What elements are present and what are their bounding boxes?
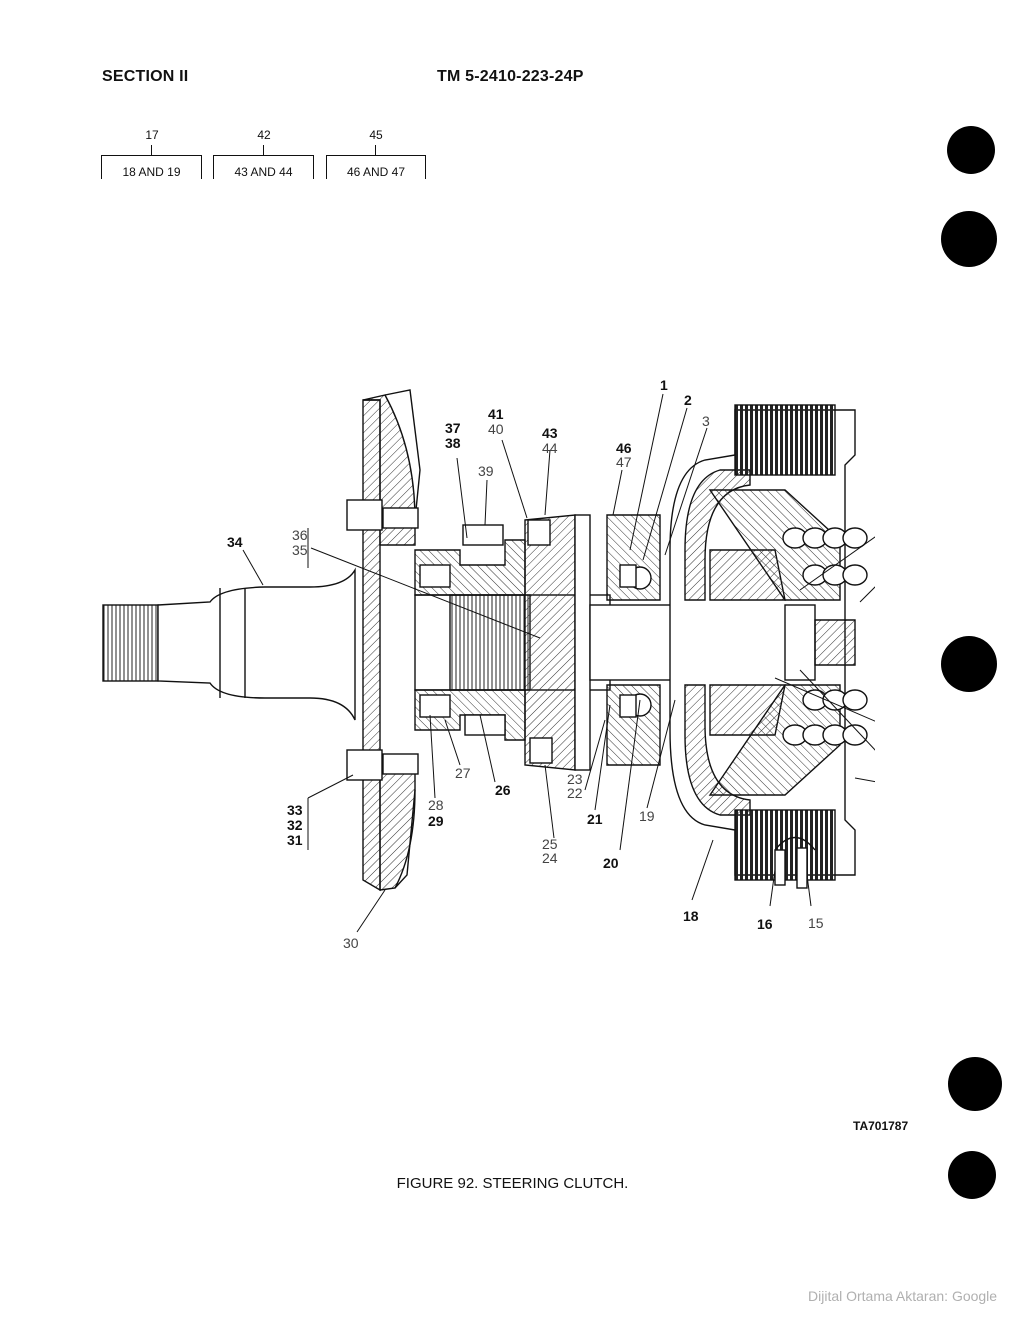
binder-hole-icon bbox=[947, 126, 995, 174]
callout-15: 15 bbox=[808, 915, 824, 931]
callout-36: 36 bbox=[292, 527, 308, 543]
reference-stem bbox=[375, 145, 376, 156]
callout-3: 3 bbox=[702, 413, 710, 429]
callout-41: 41 bbox=[488, 406, 504, 422]
callout-39: 39 bbox=[478, 463, 494, 479]
figure-code: TA701787 bbox=[853, 1119, 909, 1133]
tm-number: TM 5-2410-223-24P bbox=[437, 68, 584, 85]
callout-43: 43 bbox=[542, 425, 558, 441]
callout-30: 30 bbox=[343, 935, 359, 951]
callout-28: 28 bbox=[428, 797, 444, 813]
binder-hole-icon bbox=[941, 211, 997, 267]
callout-35: 35 bbox=[292, 542, 308, 558]
binder-hole-icon bbox=[948, 1057, 1002, 1111]
callout-40: 40 bbox=[488, 421, 504, 437]
reference-box: 43 AND 44 bbox=[213, 155, 314, 179]
callout-2: 2 bbox=[684, 392, 692, 408]
reference-stem bbox=[151, 145, 152, 156]
callout-44: 44 bbox=[542, 440, 558, 456]
reference-top-label: 17 bbox=[145, 128, 159, 142]
callout-21: 21 bbox=[587, 811, 603, 827]
callout-46: 46 bbox=[616, 440, 632, 456]
figure-caption: FIGURE 92. STEERING CLUTCH. bbox=[396, 1175, 629, 1192]
callout-34: 34 bbox=[227, 534, 243, 550]
reference-top-label: 45 bbox=[369, 128, 383, 142]
reference-box: 18 AND 19 bbox=[101, 155, 202, 179]
reference-stem bbox=[263, 145, 264, 156]
callout-31: 31 bbox=[287, 832, 303, 848]
binder-hole-icon bbox=[948, 1151, 996, 1199]
callout-23: 23 bbox=[567, 771, 583, 787]
callout-1: 1 bbox=[660, 377, 668, 393]
binder-hole-icon bbox=[941, 636, 997, 692]
callout-22: 22 bbox=[567, 785, 583, 801]
callout-26: 26 bbox=[495, 782, 511, 798]
callout-27: 27 bbox=[455, 765, 471, 781]
callout-29: 29 bbox=[428, 813, 444, 829]
callout-32: 32 bbox=[287, 817, 303, 833]
callout-33: 33 bbox=[287, 802, 303, 818]
callout-25: 25 bbox=[542, 836, 558, 852]
callout-20: 20 bbox=[603, 855, 619, 871]
reference-top-label: 42 bbox=[257, 128, 271, 142]
callout-19: 19 bbox=[639, 808, 655, 824]
callout-38: 38 bbox=[445, 435, 461, 451]
callout-47: 47 bbox=[616, 454, 632, 470]
watermark: Dijital Ortama Aktaran: Google bbox=[808, 1288, 998, 1304]
steering-clutch-diagram: 1 2 3 4 5 6 7 8 9 10 11 12 13 14 15 16 1… bbox=[102, 377, 875, 951]
callout-16: 16 bbox=[757, 916, 773, 932]
reference-box: 46 AND 47 bbox=[326, 155, 426, 179]
callout-37: 37 bbox=[445, 420, 461, 436]
callout-24: 24 bbox=[542, 850, 558, 866]
callout-18: 18 bbox=[683, 908, 699, 924]
section-heading: SECTION II bbox=[102, 68, 189, 85]
